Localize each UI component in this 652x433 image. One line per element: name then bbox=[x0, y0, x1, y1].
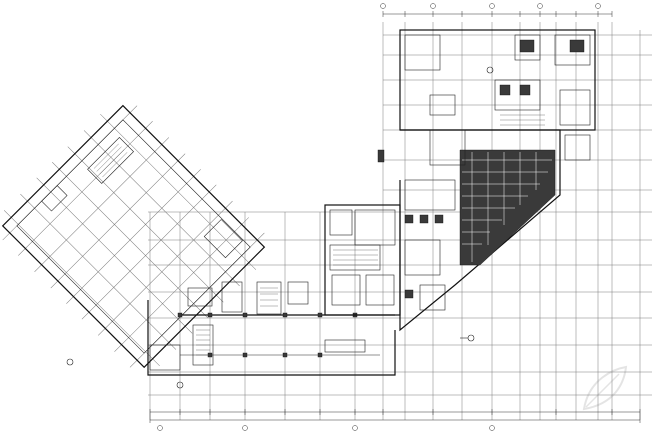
left-rotated-wing bbox=[1, 104, 266, 369]
central-hall-block bbox=[324, 204, 401, 316]
upper-right-wing bbox=[377, 29, 596, 166]
leaf-logo-icon bbox=[582, 365, 628, 411]
dimension-lines bbox=[149, 3, 641, 431]
rotated-grid-lines bbox=[2, 105, 265, 368]
section-markers bbox=[66, 66, 494, 389]
lower-corridor-wing bbox=[147, 281, 396, 376]
